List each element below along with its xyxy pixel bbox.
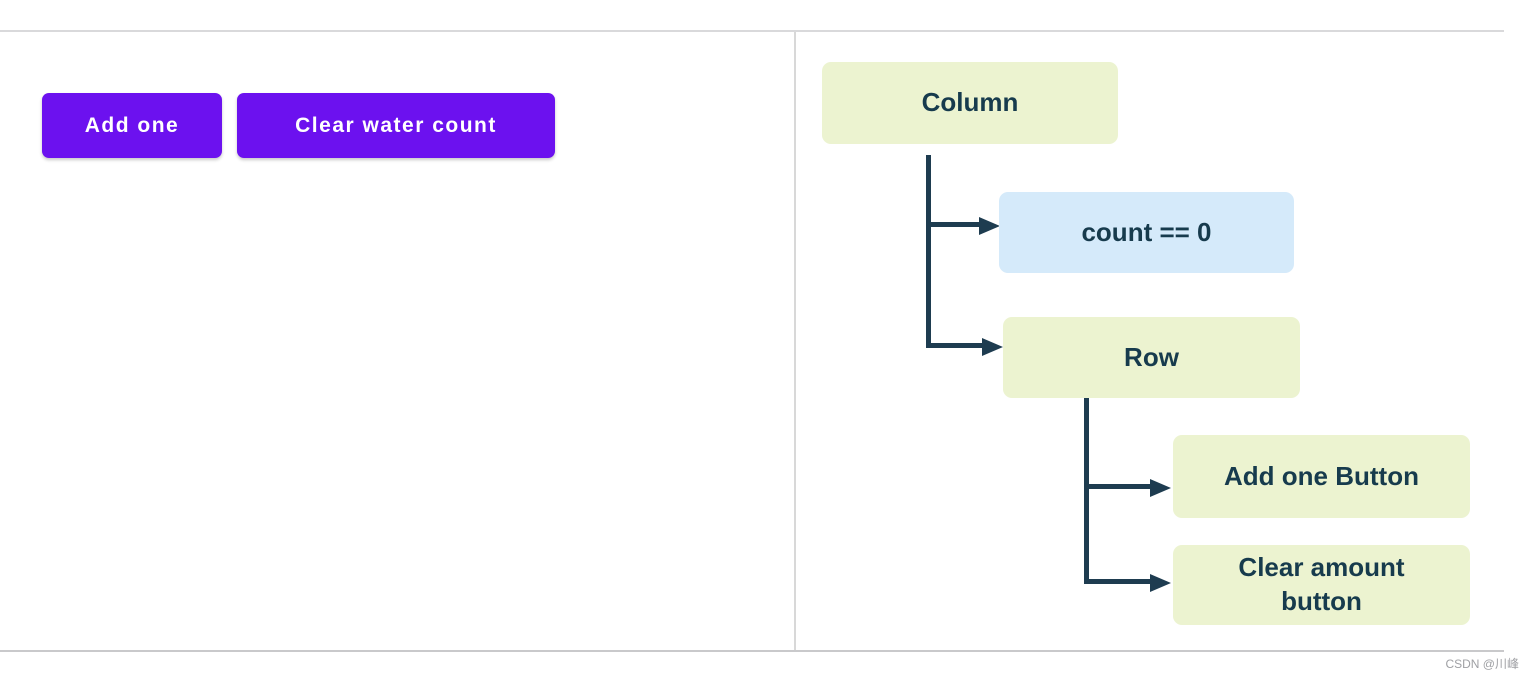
- add-one-button[interactable]: Add one: [42, 93, 222, 158]
- tree-node-clear-amount-button: Clear amount button: [1173, 545, 1470, 625]
- top-divider: [0, 30, 1504, 32]
- connector-to-clear-button: [1086, 579, 1151, 584]
- connector-column-trunk: [926, 155, 931, 348]
- csdn-watermark: CSDN @川峰: [1445, 657, 1519, 671]
- arrowhead-to-add-button-icon: [1150, 479, 1171, 497]
- connector-row-trunk: [1084, 398, 1089, 584]
- bottom-divider: [0, 650, 1504, 652]
- tree-node-column: Column: [822, 62, 1118, 144]
- tree-node-row-label: Row: [1124, 341, 1179, 372]
- tree-node-count-check-label: count == 0: [1081, 216, 1212, 247]
- connector-to-count: [928, 222, 980, 227]
- tree-node-add-one-button: Add one Button: [1173, 435, 1470, 518]
- tree-node-row: Row: [1003, 317, 1300, 398]
- tree-node-add-one-button-label: Add one Button: [1224, 460, 1419, 491]
- arrowhead-to-count-icon: [979, 217, 1000, 235]
- arrowhead-to-row-icon: [982, 338, 1003, 356]
- clear-water-count-button[interactable]: Clear water count: [237, 93, 555, 158]
- app-button-row: Add one Clear water count: [42, 93, 555, 158]
- connector-to-add-button: [1086, 484, 1151, 489]
- panel-divider: [794, 32, 796, 650]
- tree-node-column-label: Column: [921, 87, 1019, 118]
- tree-node-clear-amount-button-label: Clear amount button: [1238, 552, 1405, 616]
- tree-node-count-check: count == 0: [999, 192, 1294, 273]
- connector-to-row: [928, 343, 983, 348]
- arrowhead-to-clear-button-icon: [1150, 574, 1171, 592]
